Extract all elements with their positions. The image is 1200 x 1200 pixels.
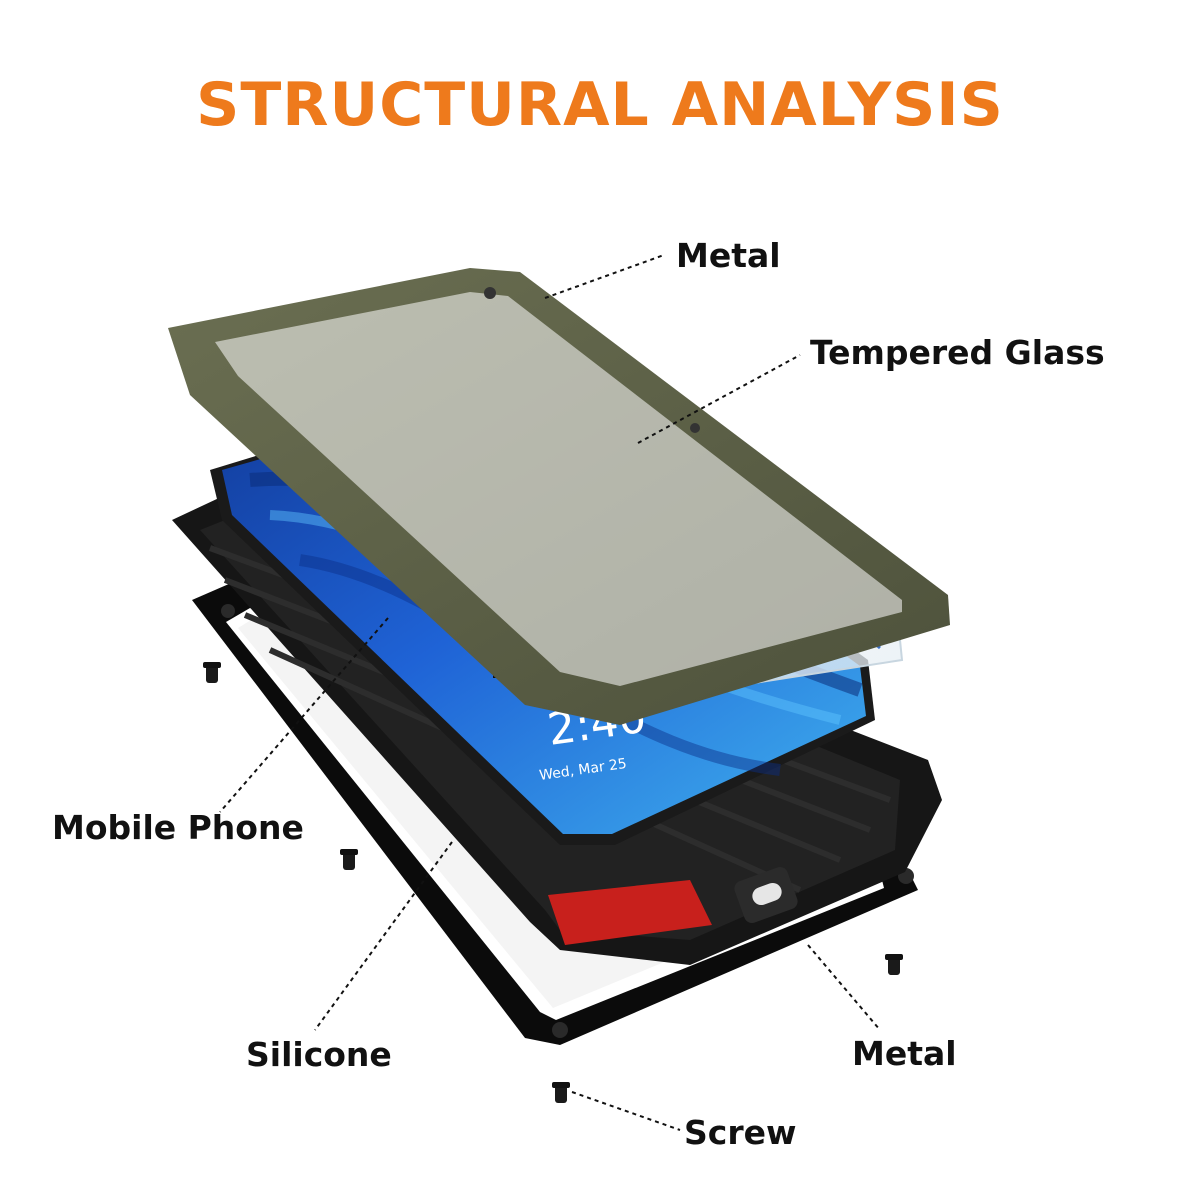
leader-silicone: [314, 841, 453, 1031]
red-button-accent: [548, 880, 712, 945]
screw-icon: [552, 1082, 570, 1103]
callout-lines: [219, 254, 881, 1131]
page-title: STRUCTURAL ANALYSIS: [196, 70, 1004, 140]
screw-icon: [340, 849, 358, 870]
frame-screw-hole: [484, 287, 496, 299]
frame-screw-hole: [221, 604, 235, 618]
metal-front-frame: [168, 268, 950, 725]
label-metal-top: Metal: [676, 236, 781, 275]
frame-screw-hole: [552, 1022, 568, 1038]
label-mobile-phone: Mobile Phone: [52, 808, 304, 847]
label-tempered-glass: Tempered Glass: [810, 333, 1105, 372]
screw-icon: [203, 662, 221, 683]
leader-tempered-glass: [637, 354, 801, 444]
label-screw: Screw: [684, 1113, 797, 1152]
leader-screw: [571, 1091, 681, 1131]
screw-icon: [885, 954, 903, 975]
leader-metal-top: [544, 254, 665, 299]
screw-icons: [203, 662, 903, 1103]
frame-screw-hole: [690, 423, 700, 433]
leader-mobile-phone: [219, 617, 389, 813]
label-metal-bottom: Metal: [852, 1034, 957, 1073]
leader-metal-bottom: [807, 944, 881, 1031]
label-silicone: Silicone: [246, 1035, 392, 1074]
